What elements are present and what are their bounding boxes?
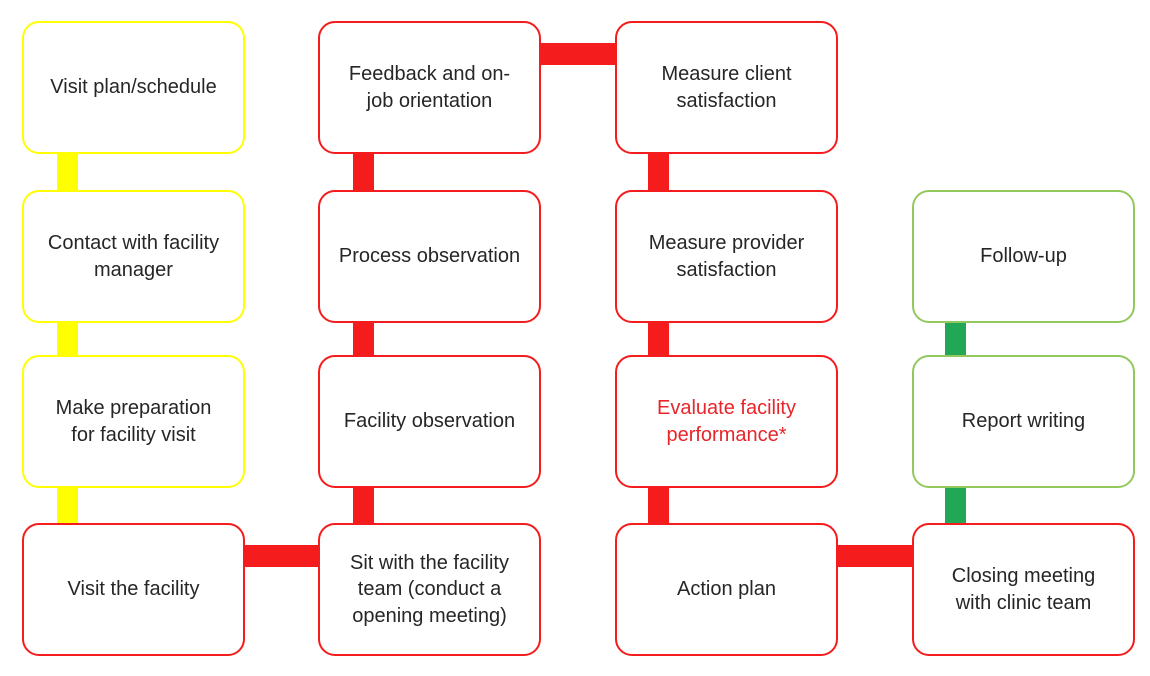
- node-label: Closing meeting with clinic team: [951, 565, 1096, 614]
- node-label: Process observation: [338, 245, 521, 268]
- node-closing-meeting-clinic-team: Closing meeting with clinic team: [912, 523, 1135, 656]
- node-follow-up: Follow-up: [912, 190, 1135, 323]
- node-facility-observation: Facility observation: [318, 355, 541, 488]
- node-label: Follow-up: [980, 245, 1067, 268]
- node-label: Facility observation: [343, 410, 516, 433]
- node-evaluate-facility-performance: Evaluate facility performance*: [615, 355, 838, 488]
- node-label: Make preparation for facility visit: [55, 397, 212, 446]
- connector-feedback-to-measure-client: [530, 43, 630, 65]
- node-label: Measure client satisfaction: [661, 63, 792, 112]
- node-action-plan: Action plan: [615, 523, 838, 656]
- node-label: Measure provider satisfaction: [648, 232, 805, 281]
- node-sit-with-facility-team: Sit with the facility team (conduct a op…: [318, 523, 541, 656]
- connector-col2-row3-row4: [353, 474, 374, 538]
- connector-col4-row3-row4: [945, 474, 966, 538]
- node-label: Feedback and on- job orientation: [348, 63, 511, 112]
- node-label: Sit with the facility team (conduct a op…: [350, 551, 509, 627]
- node-label: Visit plan/schedule: [50, 76, 217, 99]
- connector-col2-row1-row2: [353, 140, 374, 204]
- connector-col1-row1-row2: [57, 140, 78, 204]
- node-measure-provider-satisfaction: Measure provider satisfaction: [615, 190, 838, 323]
- connector-action-plan-to-closing-meeting: [828, 545, 928, 567]
- node-contact-facility-manager: Contact with facility manager: [22, 190, 245, 323]
- node-label: Visit the facility: [67, 578, 200, 601]
- connector-visit-facility-to-sit-with-team: [235, 545, 335, 567]
- node-report-writing: Report writing: [912, 355, 1135, 488]
- node-process-observation: Process observation: [318, 190, 541, 323]
- connector-col3-row3-row4: [648, 474, 669, 538]
- node-label: Report writing: [961, 410, 1086, 433]
- node-feedback-on-job-orientation: Feedback and on- job orientation: [318, 21, 541, 154]
- node-make-preparation: Make preparation for facility visit: [22, 355, 245, 488]
- connector-col1-row3-row4: [57, 474, 78, 538]
- node-label: Contact with facility manager: [47, 232, 220, 281]
- node-label: Evaluate facility performance*: [657, 397, 796, 446]
- node-label: Action plan: [677, 578, 776, 601]
- node-measure-client-satisfaction: Measure client satisfaction: [615, 21, 838, 154]
- node-visit-plan-schedule: Visit plan/schedule: [22, 21, 245, 154]
- connector-col3-row1-row2: [648, 140, 669, 204]
- node-visit-the-facility: Visit the facility: [22, 523, 245, 656]
